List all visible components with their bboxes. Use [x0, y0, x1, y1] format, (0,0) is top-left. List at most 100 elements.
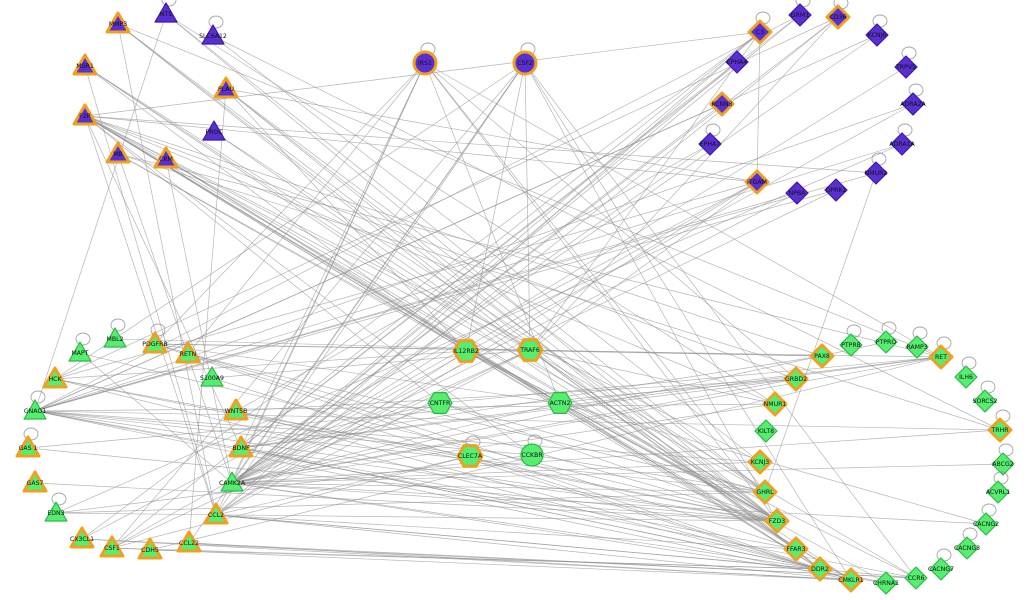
node-shape-hexagon[interactable]: [452, 339, 480, 363]
node-HCK[interactable]: HCK: [42, 366, 68, 389]
node-shape-diamond[interactable]: [807, 556, 833, 582]
node-CSF2[interactable]: CSF2: [512, 42, 538, 76]
node-shape-diamond[interactable]: [824, 178, 848, 202]
node-ABCG2[interactable]: ABCG2: [991, 443, 1015, 476]
node-CCL22[interactable]: CCL22: [176, 530, 202, 553]
node-CACNG7[interactable]: CACNG7: [928, 548, 954, 581]
node-shape-triangle[interactable]: [203, 502, 229, 525]
node-SORCS2[interactable]: SORCS2: [973, 380, 998, 413]
node-CD36[interactable]: CD36: [825, 0, 851, 30]
node-shape-triangle[interactable]: [15, 435, 41, 458]
node-shape-diamond[interactable]: [754, 419, 778, 443]
node-shape-triangle[interactable]: [69, 526, 95, 549]
node-IRS1[interactable]: IRS1: [412, 42, 438, 76]
node-CX3CL1[interactable]: CX3CL1: [69, 526, 95, 549]
node-shape-diamond[interactable]: [874, 571, 898, 595]
node-CNTFR[interactable]: CNTFR: [427, 392, 453, 414]
node-shape-diamond[interactable]: [864, 161, 888, 185]
node-shape-diamond[interactable]: [890, 132, 914, 156]
node-SLC6A12[interactable]: SLC6A12: [199, 15, 227, 45]
node-shape-diamond[interactable]: [725, 50, 749, 74]
node-NTS[interactable]: NTS: [154, 0, 178, 23]
node-GRM1[interactable]: GRM1: [788, 0, 812, 27]
node-ACVRL1[interactable]: ACVRL1: [986, 471, 1010, 504]
node-shape-triangle[interactable]: [42, 366, 68, 389]
node-shape-diamond[interactable]: [874, 330, 898, 354]
node-MAPT[interactable]: MAPT: [68, 332, 92, 362]
node-shape-triangle[interactable]: [137, 537, 163, 560]
node-shape-diamond[interactable]: [839, 333, 863, 357]
node-shape-diamond[interactable]: [838, 567, 864, 593]
node-shape-diamond[interactable]: [929, 557, 953, 581]
node-shape-hexagon[interactable]: [456, 444, 484, 468]
node-shape-diamond[interactable]: [955, 536, 979, 560]
node-shape-hexagon[interactable]: [427, 392, 453, 414]
node-S100A9[interactable]: S100A9: [200, 366, 224, 387]
node-shape-diamond[interactable]: [973, 389, 997, 413]
node-GNAO1[interactable]: GNAO1: [23, 390, 47, 420]
node-shape-diamond[interactable]: [783, 366, 809, 392]
node-shape-diamond[interactable]: [905, 335, 929, 359]
node-shape-triangle[interactable]: [153, 146, 179, 169]
node-shape-triangle[interactable]: [99, 535, 125, 558]
node-shape-diamond[interactable]: [974, 512, 998, 536]
node-NPB[interactable]: NPBA: [785, 181, 809, 205]
node-CCR6[interactable]: CCR6: [904, 566, 928, 590]
node-RET[interactable]: RET: [928, 336, 954, 370]
node-shape-diamond[interactable]: [785, 181, 809, 205]
node-CACNG3[interactable]: CACNG3: [954, 527, 980, 560]
node-shape-hexagon[interactable]: [547, 392, 573, 414]
node-shape-diamond[interactable]: [709, 91, 735, 117]
node-PLAU[interactable]: PLAU: [213, 76, 239, 99]
node-shape-triangle[interactable]: [72, 53, 98, 76]
node-ACTN2[interactable]: ACTN2: [547, 392, 573, 414]
node-shape-diamond[interactable]: [904, 566, 928, 590]
node-KCTD8[interactable]: KILT8: [754, 419, 778, 443]
node-GAS7[interactable]: GAS7: [22, 470, 48, 493]
node-shape-triangle[interactable]: [220, 471, 244, 492]
node-shape-triangle[interactable]: [23, 399, 47, 420]
node-shape-triangle[interactable]: [142, 331, 168, 354]
node-shape-triangle[interactable]: [44, 501, 68, 522]
node-NMUR1[interactable]: NMUR1: [762, 391, 788, 417]
node-ADRA1A[interactable]: ADRA1A: [889, 123, 915, 156]
node-shape-diamond[interactable]: [698, 132, 722, 156]
node-shape-diamond[interactable]: [901, 92, 925, 116]
node-KCNJ6[interactable]: KCNJ6: [865, 14, 889, 47]
node-shape-triangle[interactable]: [176, 530, 202, 553]
node-shape-triangle[interactable]: [201, 24, 225, 45]
node-shape-triangle[interactable]: [223, 398, 249, 421]
node-shape-triangle[interactable]: [154, 2, 178, 23]
node-shape-diamond[interactable]: [788, 3, 812, 27]
node-ADRA2A[interactable]: ADRA2A: [900, 83, 926, 116]
node-MSR1[interactable]: MSR1: [72, 53, 98, 76]
node-shape-triangle[interactable]: [68, 341, 92, 362]
node-TRPV5[interactable]: TRPV5: [894, 46, 918, 79]
node-shape-triangle[interactable]: [228, 435, 254, 458]
node-shape-triangle[interactable]: [103, 327, 127, 348]
node-shape-triangle[interactable]: [175, 341, 201, 364]
node-shape-diamond[interactable]: [865, 23, 889, 47]
node-ITGAM[interactable]: ITGAM: [744, 169, 770, 195]
node-CHRNA3[interactable]: CHRNA1: [873, 571, 899, 595]
node-shape-diamond[interactable]: [744, 169, 770, 195]
node-shape-circle[interactable]: [412, 50, 438, 76]
node-MMP3[interactable]: MMP3: [105, 11, 131, 34]
node-shape-diamond[interactable]: [762, 391, 788, 417]
node-IL16[interactable]: ILH6: [954, 356, 978, 389]
node-shape-diamond[interactable]: [747, 19, 773, 45]
node-shape-triangle[interactable]: [22, 470, 48, 493]
node-GAS1[interactable]: GAS 1: [15, 427, 41, 458]
node-shape-triangle[interactable]: [200, 366, 224, 387]
node-shape-diamond[interactable]: [954, 365, 978, 389]
node-EDN3[interactable]: EDN3: [44, 492, 68, 522]
node-shape-diamond[interactable]: [991, 452, 1015, 476]
node-shape-diamond[interactable]: [894, 55, 918, 79]
node-IL12RB2[interactable]: IL12RB2: [452, 339, 480, 363]
node-shape-diamond[interactable]: [928, 344, 954, 370]
node-TRHR[interactable]: TRHR: [987, 409, 1013, 443]
node-shape-triangle[interactable]: [202, 120, 226, 141]
node-shape-diamond[interactable]: [825, 4, 851, 30]
node-RAMP3[interactable]: RAMP3: [905, 326, 929, 359]
